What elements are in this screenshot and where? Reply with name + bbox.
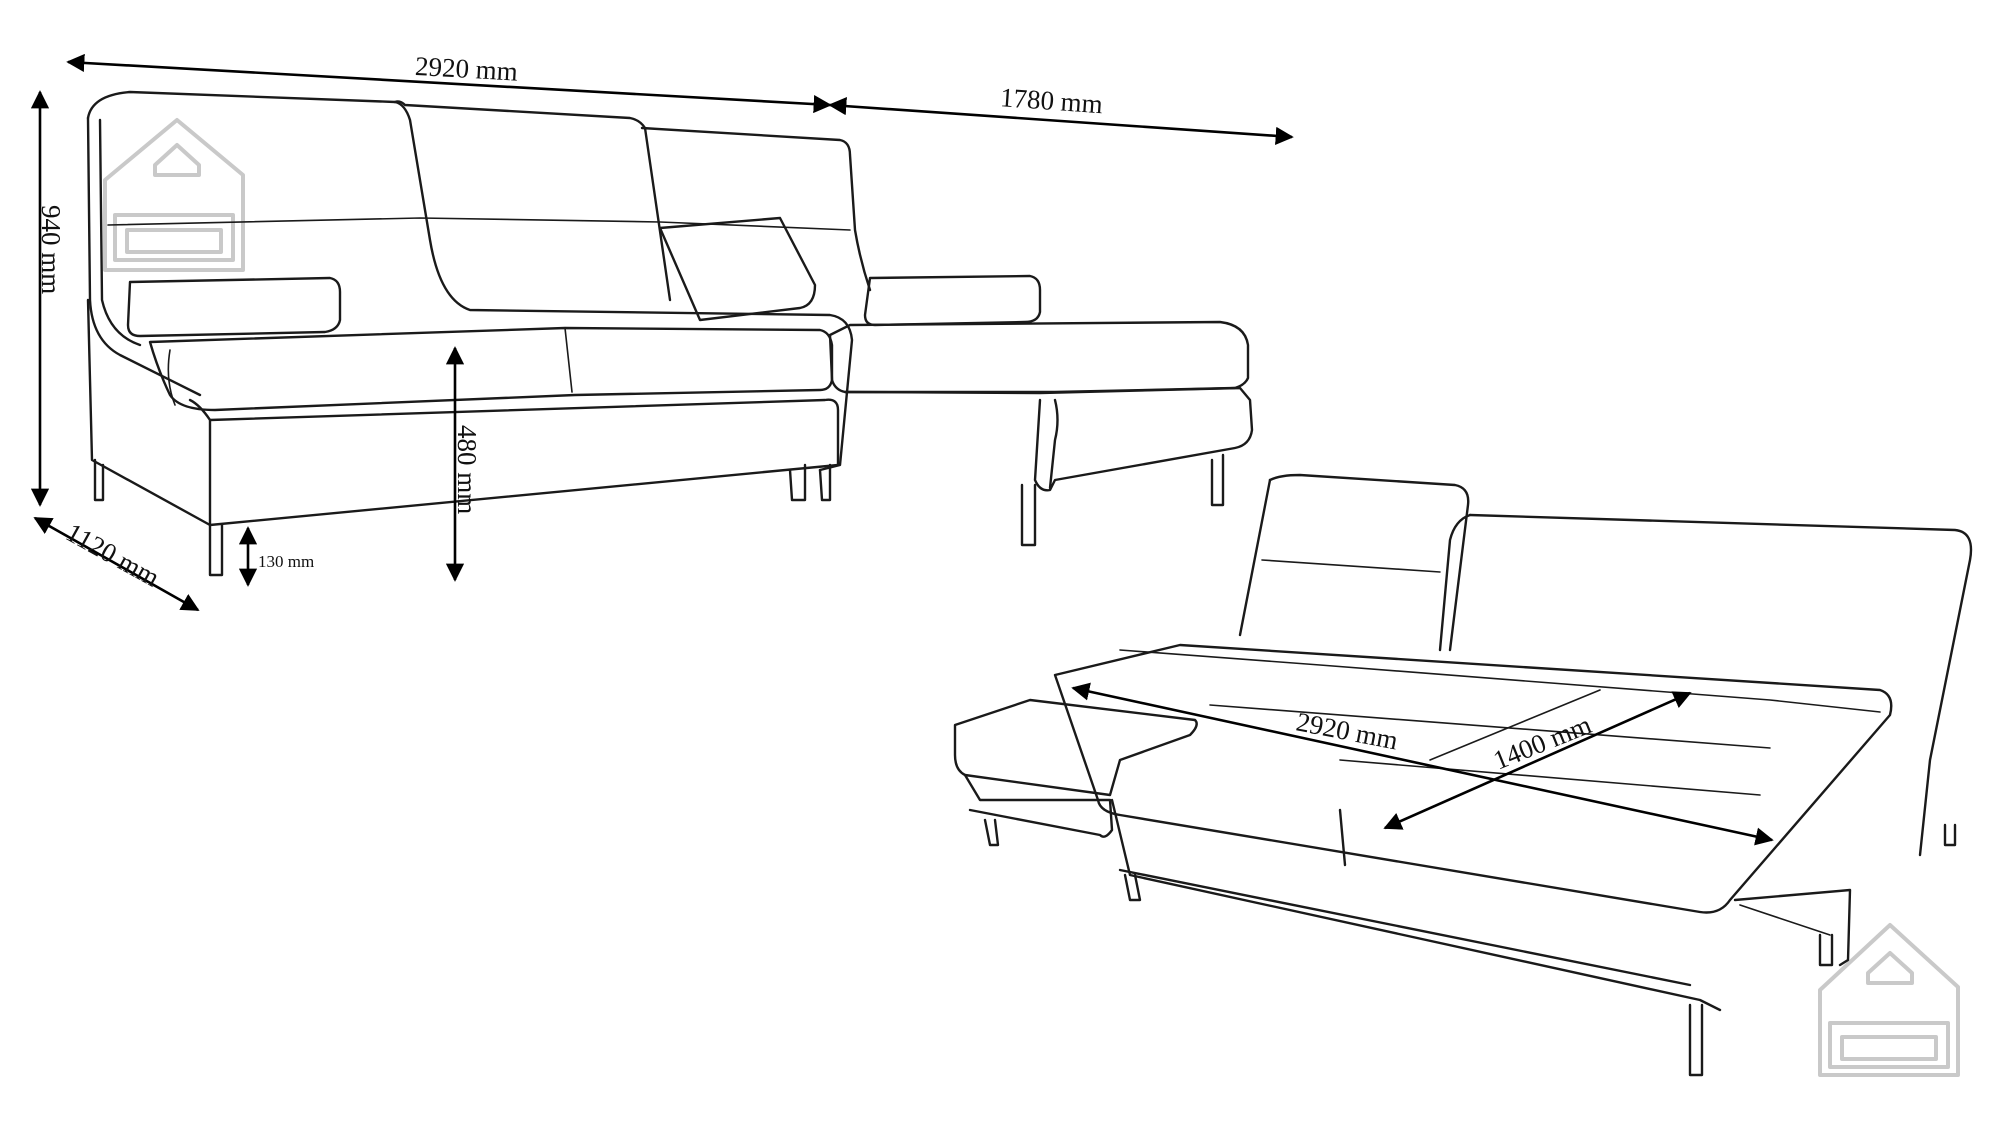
- dim-line-total-width: [66, 53, 832, 114]
- label-total-width: 2920 mm: [414, 51, 518, 87]
- label-chaise-length: 1780 mm: [999, 82, 1104, 119]
- label-seat-height: 480 mm: [452, 425, 482, 514]
- sofa-bed-drawing: [953, 473, 1973, 1077]
- label-leg-height: 130 mm: [258, 552, 314, 571]
- label-bed-width: 1400 mm: [1489, 709, 1596, 775]
- label-depth: 1120 mm: [61, 517, 165, 593]
- house-sofa-logo-icon: [1818, 923, 1960, 1077]
- dimension-lines: [30, 53, 1774, 846]
- dim-line-chaise-length: [828, 97, 1294, 145]
- label-height: 940 mm: [36, 205, 66, 294]
- dim-line-bed-length: [1071, 682, 1774, 846]
- dim-line-depth: [33, 516, 200, 612]
- dim-line-bed-width: [1383, 691, 1692, 830]
- sofa-assembled-drawing: [86, 90, 1254, 577]
- house-sofa-logo-icon: [103, 118, 245, 272]
